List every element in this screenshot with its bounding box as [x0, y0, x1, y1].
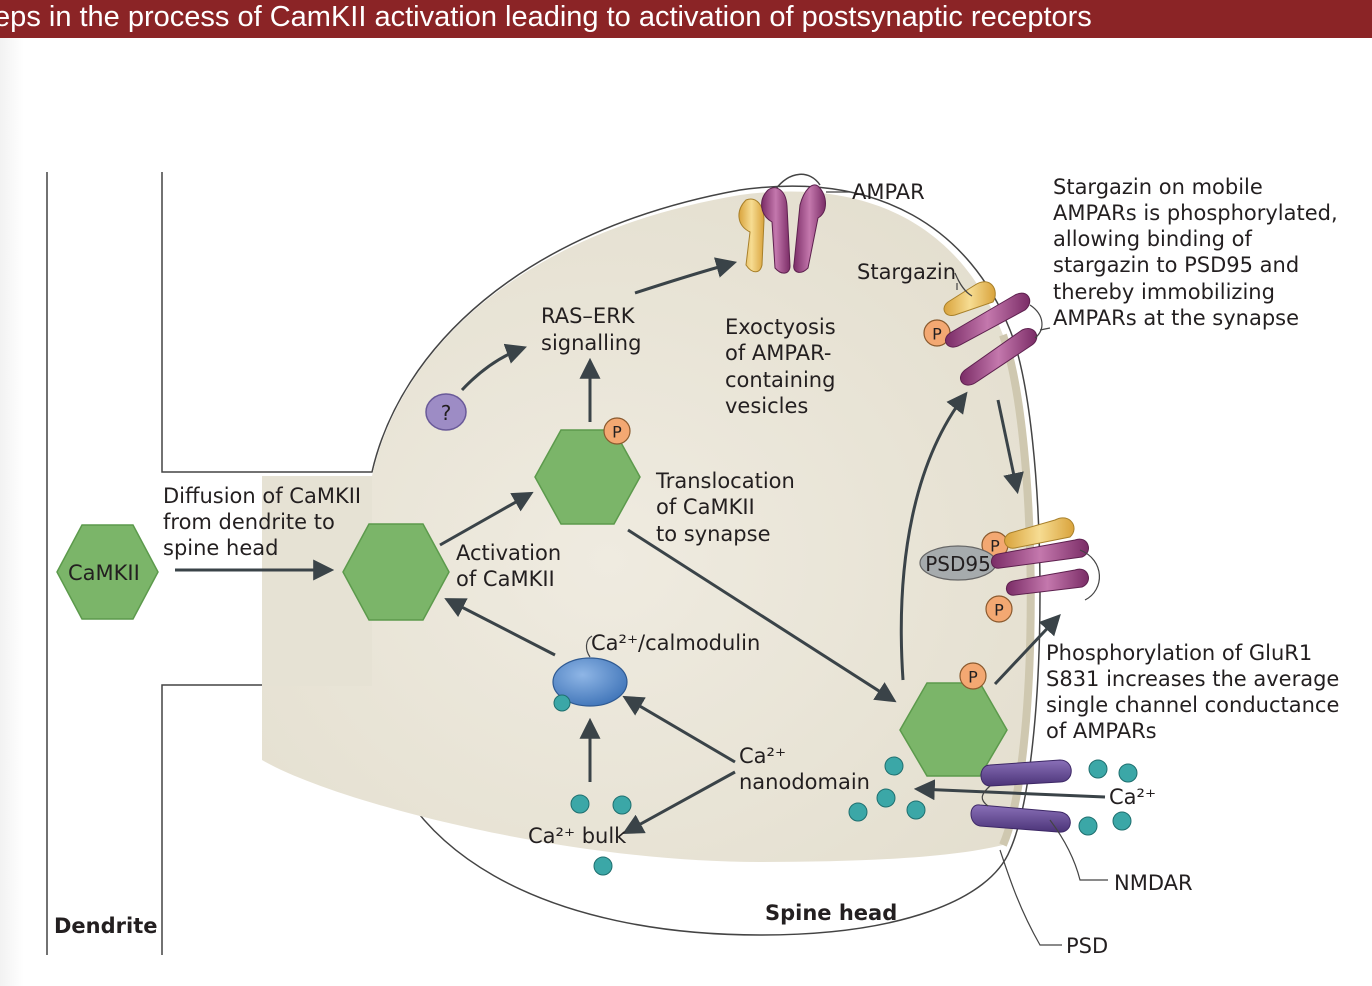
arrows: [175, 257, 1106, 835]
camkii-hexagons: [56, 429, 1008, 777]
svg-text:P: P: [612, 423, 622, 442]
exocytosis-label-3: containing: [725, 368, 835, 392]
phospho-glur1: P: [985, 595, 1013, 623]
phospho-translocating: P: [603, 417, 631, 445]
stargazin-note-4: stargazin to PSD95 and: [1053, 253, 1299, 277]
psd-label: PSD: [1066, 934, 1108, 958]
unknown-label: ?: [441, 401, 452, 425]
stargazin-note-1: Stargazin on mobile: [1053, 175, 1263, 199]
ampar-mobile: [943, 272, 1043, 386]
arrow-glur1-phospho: [993, 613, 1061, 686]
diffusion-label-1: Diffusion of CaMKII: [163, 484, 361, 508]
spine-head-label: Spine head: [765, 901, 897, 925]
ras-erk-label-1: RAS–ERK: [541, 304, 636, 328]
stargazin-note-2: AMPARs is phosphorylated,: [1053, 201, 1338, 225]
arrow-translocation: [627, 528, 897, 703]
ras-erk-label-2: signalling: [541, 331, 641, 355]
spine-membrane: [161, 172, 1041, 955]
svg-text:P: P: [932, 325, 942, 344]
arrow-unknown-to-ras: [460, 343, 527, 392]
page-edge-shadow: [0, 38, 24, 986]
phospho-stargazin-mobile: P: [923, 319, 951, 347]
arrow-nano-to-calmodulin: [622, 695, 736, 764]
calmodulin: [552, 635, 628, 712]
translocation-label-3: to synapse: [656, 522, 771, 546]
arrow-to-mobile-ampar: [899, 391, 968, 681]
exocytosis-label-4: vesicles: [725, 394, 808, 418]
ca-nanodomain-label-1: Ca²⁺: [739, 744, 786, 768]
stargazin-label: Stargazin: [857, 260, 956, 284]
nmdar-channel: [970, 759, 1108, 881]
svg-text:P: P: [994, 601, 1004, 620]
activation-label-2: of CaMKII: [456, 567, 555, 591]
ampar-exocytosis: [738, 173, 850, 274]
dendrite-label: Dendrite: [54, 914, 158, 938]
exocytosis-label-2: of AMPAR-: [725, 341, 831, 365]
glur1-note-1: Phosphorylation of GluR1: [1046, 641, 1312, 665]
diffusion-label-2: from dendrite to: [163, 510, 335, 534]
camkii-label: CaMKII: [68, 561, 140, 585]
page-title: teps in the process of CamKII activation…: [0, 1, 1092, 33]
psd95-label: PSD95: [925, 552, 991, 576]
stargazin-note-5: thereby immobilizing: [1053, 280, 1275, 304]
stargazin-note-3: allowing binding of: [1053, 227, 1253, 251]
stargazin-note-leader: [1039, 327, 1051, 331]
glur1-note-2: S831 increases the average: [1046, 667, 1339, 691]
psd-region: [999, 333, 1035, 847]
phospho-groups: P P P P P: [603, 319, 1013, 690]
title-bar: teps in the process of CamKII activation…: [0, 0, 1372, 38]
psd-leader: [999, 849, 1062, 946]
glur1-note-3: single channel conductance: [1046, 693, 1339, 717]
ca-nanodomain-label-2: nanodomain: [739, 770, 870, 794]
phospho-synaptic: P: [959, 662, 987, 690]
camkii-dendrite-hexagon: [56, 524, 159, 620]
arrow-ras-to-exocytosis: [634, 257, 738, 295]
arrow-to-translocated: [439, 491, 534, 547]
diagram-labels: CaMKII Diffusion of CaMKII from dendrite…: [54, 175, 1339, 958]
arrow-calmodulin-to-camkii: [444, 598, 556, 657]
camkii-translocating-hexagon: [534, 429, 641, 525]
activation-label-1: Activation: [456, 541, 561, 565]
arrow-nano-to-bulk: [622, 770, 736, 835]
svg-text:P: P: [990, 537, 1000, 556]
diffusion-label-3: spine head: [163, 536, 278, 560]
nmdar-label: NMDAR: [1114, 871, 1193, 895]
unknown-intermediate: [425, 393, 467, 431]
svg-text:P: P: [968, 668, 978, 687]
calcium-ions: [570, 756, 1138, 876]
glur1-note-4: of AMPARs: [1046, 719, 1157, 743]
ca-influx-label: Ca²⁺: [1109, 785, 1156, 809]
translocation-label-2: of CaMKII: [656, 495, 755, 519]
ca-calmodulin-label: Ca²⁺/calmodulin: [591, 631, 760, 655]
camkii-spine-hexagon: [342, 523, 450, 621]
ampar-anchored: PSD95: [919, 517, 1100, 601]
ca-bulk-label: Ca²⁺ bulk: [528, 824, 627, 848]
translocation-label-1: Translocation: [655, 469, 795, 493]
membrane: [46, 172, 1041, 955]
arrow-ca-influx: [913, 779, 1106, 801]
exocytosis-label-1: Exoctyosis: [725, 315, 836, 339]
ampar-label: AMPAR: [852, 180, 925, 204]
leader-lines: [956, 283, 1062, 946]
stargazin-note-6: AMPARs at the synapse: [1053, 306, 1299, 330]
camkii-synaptic-hexagon: [899, 682, 1008, 777]
spine-head-cytoplasm: [262, 191, 1031, 862]
arrow-mobile-to-psd: [996, 399, 1024, 495]
